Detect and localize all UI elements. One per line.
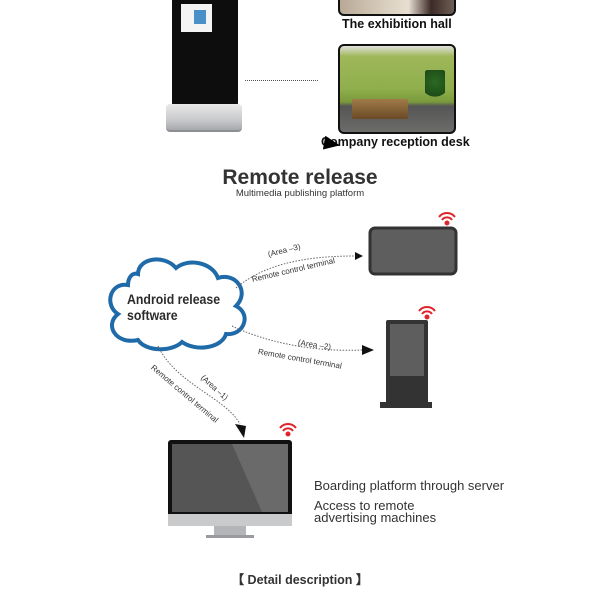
arrowhead-area-3 <box>355 252 363 260</box>
cloud-label-line1: Android release <box>127 291 221 307</box>
kiosk-base <box>166 104 242 132</box>
reception-desk-caption: Company reception desk <box>321 135 470 149</box>
screen-glare <box>232 444 288 512</box>
dotted-connector <box>245 80 318 81</box>
monitor-foot <box>206 535 254 538</box>
cloud-label: Android release software <box>127 291 220 323</box>
arrowhead-area-2 <box>362 345 374 355</box>
floor-kiosk-base <box>380 402 432 408</box>
cloud-shape <box>108 257 247 352</box>
server-text-line1: Boarding platform through server <box>314 478 505 493</box>
cloud-label-line2: software <box>127 307 178 323</box>
server-text-line2a: Access to remote <box>314 498 415 513</box>
floor-kiosk-screen <box>390 324 424 376</box>
link-area-3 <box>235 255 356 289</box>
link-area-1 <box>157 345 241 425</box>
reception-counter <box>352 99 408 119</box>
tablet-display <box>368 226 458 276</box>
exhibition-hall-photo <box>338 0 456 16</box>
exhibition-hall-caption: The exhibition hall <box>342 17 452 31</box>
wifi-icon <box>279 423 297 437</box>
kiosk-screen-graphic <box>194 10 206 24</box>
plant <box>425 70 445 100</box>
monitor-chin <box>168 514 292 526</box>
detail-description-heading: 【 Detail description 】 <box>231 573 369 587</box>
monitor-stand <box>214 526 246 536</box>
wifi-icon <box>438 212 456 226</box>
section-subtitle: Multimedia publishing platform <box>235 188 365 199</box>
arrowhead-area-1 <box>235 424 246 438</box>
section-title: Remote release <box>222 166 378 189</box>
wifi-icon <box>418 306 436 320</box>
server-text-line2b: advertising machines <box>314 510 437 525</box>
